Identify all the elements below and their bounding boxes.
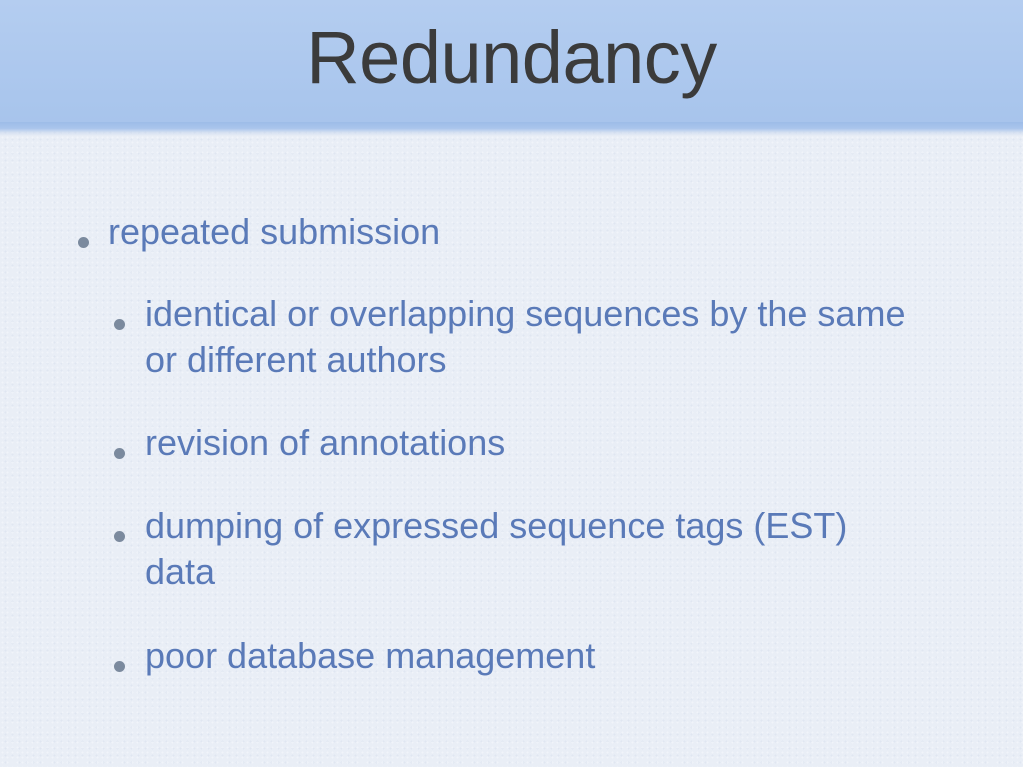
bullet-text: dumping of expressed sequence tags (EST)…	[145, 503, 847, 595]
title-band-edge	[0, 122, 1023, 136]
bullet-dot-icon	[114, 661, 125, 672]
bullet-text-line: data	[145, 551, 216, 592]
bullet-text-line: dumping of expressed sequence tags (EST)	[145, 505, 848, 546]
bullet-dot-icon	[114, 319, 125, 330]
bullet-text: poor database management	[145, 635, 596, 676]
title-band: Redundancy	[0, 0, 1023, 126]
bullet-dot-icon	[114, 448, 125, 459]
bullet-text: revision of annotations	[145, 422, 506, 463]
bullet-text-line: or different authors	[145, 339, 447, 380]
bullet-dot-icon	[78, 237, 89, 248]
bullet-text: identical or overlapping sequences by th…	[145, 291, 905, 383]
bullet-dot-icon	[114, 531, 125, 542]
bullet-text: repeated submission	[108, 211, 441, 252]
slide-title: Redundancy	[306, 15, 717, 99]
bullet-text-line: identical or overlapping sequences by th…	[145, 293, 906, 334]
